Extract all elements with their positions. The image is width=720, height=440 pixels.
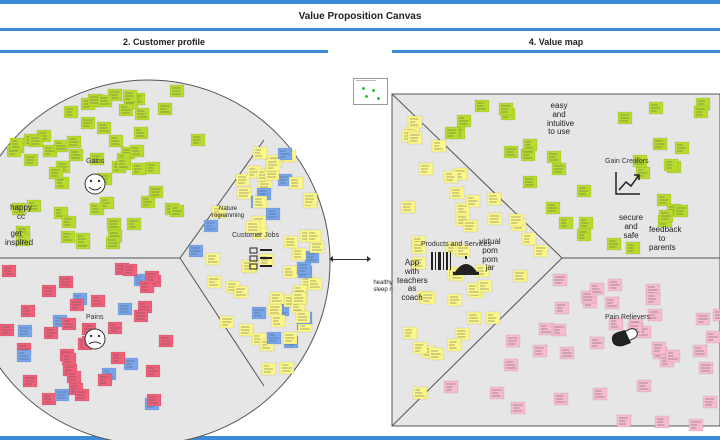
note-app-with-teachers[interactable]: App with teachers as coach <box>397 258 428 303</box>
note-get-inspired[interactable]: get inspired <box>5 229 34 247</box>
pain-relievers-label: Pain Relievers <box>605 314 651 321</box>
pains-label: Pains <box>86 314 104 321</box>
top-frame-bar <box>0 0 720 4</box>
note-easy-intuitive[interactable]: easy and intuitive to use <box>547 101 575 137</box>
header-underline-left <box>0 50 328 53</box>
checklist-icon <box>249 247 272 270</box>
note-virtual-pom[interactable]: virtual pom pom jar <box>479 237 501 273</box>
service-bell-icon <box>453 256 479 275</box>
gain-creators-label: Gain Creators <box>605 158 649 165</box>
note-happy-cc[interactable]: happy cc <box>10 203 32 221</box>
sad-face-icon <box>84 328 106 350</box>
gains-label: Gains <box>86 158 105 165</box>
circle-divider-upper <box>179 139 265 259</box>
note-healthy-sleep[interactable]: healthy sleep n <box>373 280 393 293</box>
note-secure-safe[interactable]: secure and safe <box>619 213 644 240</box>
page-title: Value Proposition Canvas <box>0 4 720 31</box>
barcode-icon <box>431 252 451 270</box>
pill-icon <box>611 328 638 347</box>
products-services-label: Products and Services <box>421 241 492 248</box>
note-nature-rogramming[interactable]: Nature rogramming <box>212 206 245 219</box>
legend-card[interactable] <box>353 78 388 105</box>
value-map-header: 4. Value map <box>392 33 720 50</box>
customer-jobs-label: Customer Jobs <box>232 232 280 239</box>
smiley-icon <box>84 173 106 195</box>
icons-layer <box>84 172 640 350</box>
header-underline-right <box>392 50 720 53</box>
growth-chart-icon <box>615 172 640 195</box>
customer-profile-header: 2. Customer profile <box>0 33 328 50</box>
sticky-notes-layer <box>0 84 720 432</box>
bottom-frame-bar <box>0 436 720 440</box>
double-arrow-icon <box>329 256 371 262</box>
note-feedback-parents[interactable]: feedback to parents <box>649 225 682 252</box>
